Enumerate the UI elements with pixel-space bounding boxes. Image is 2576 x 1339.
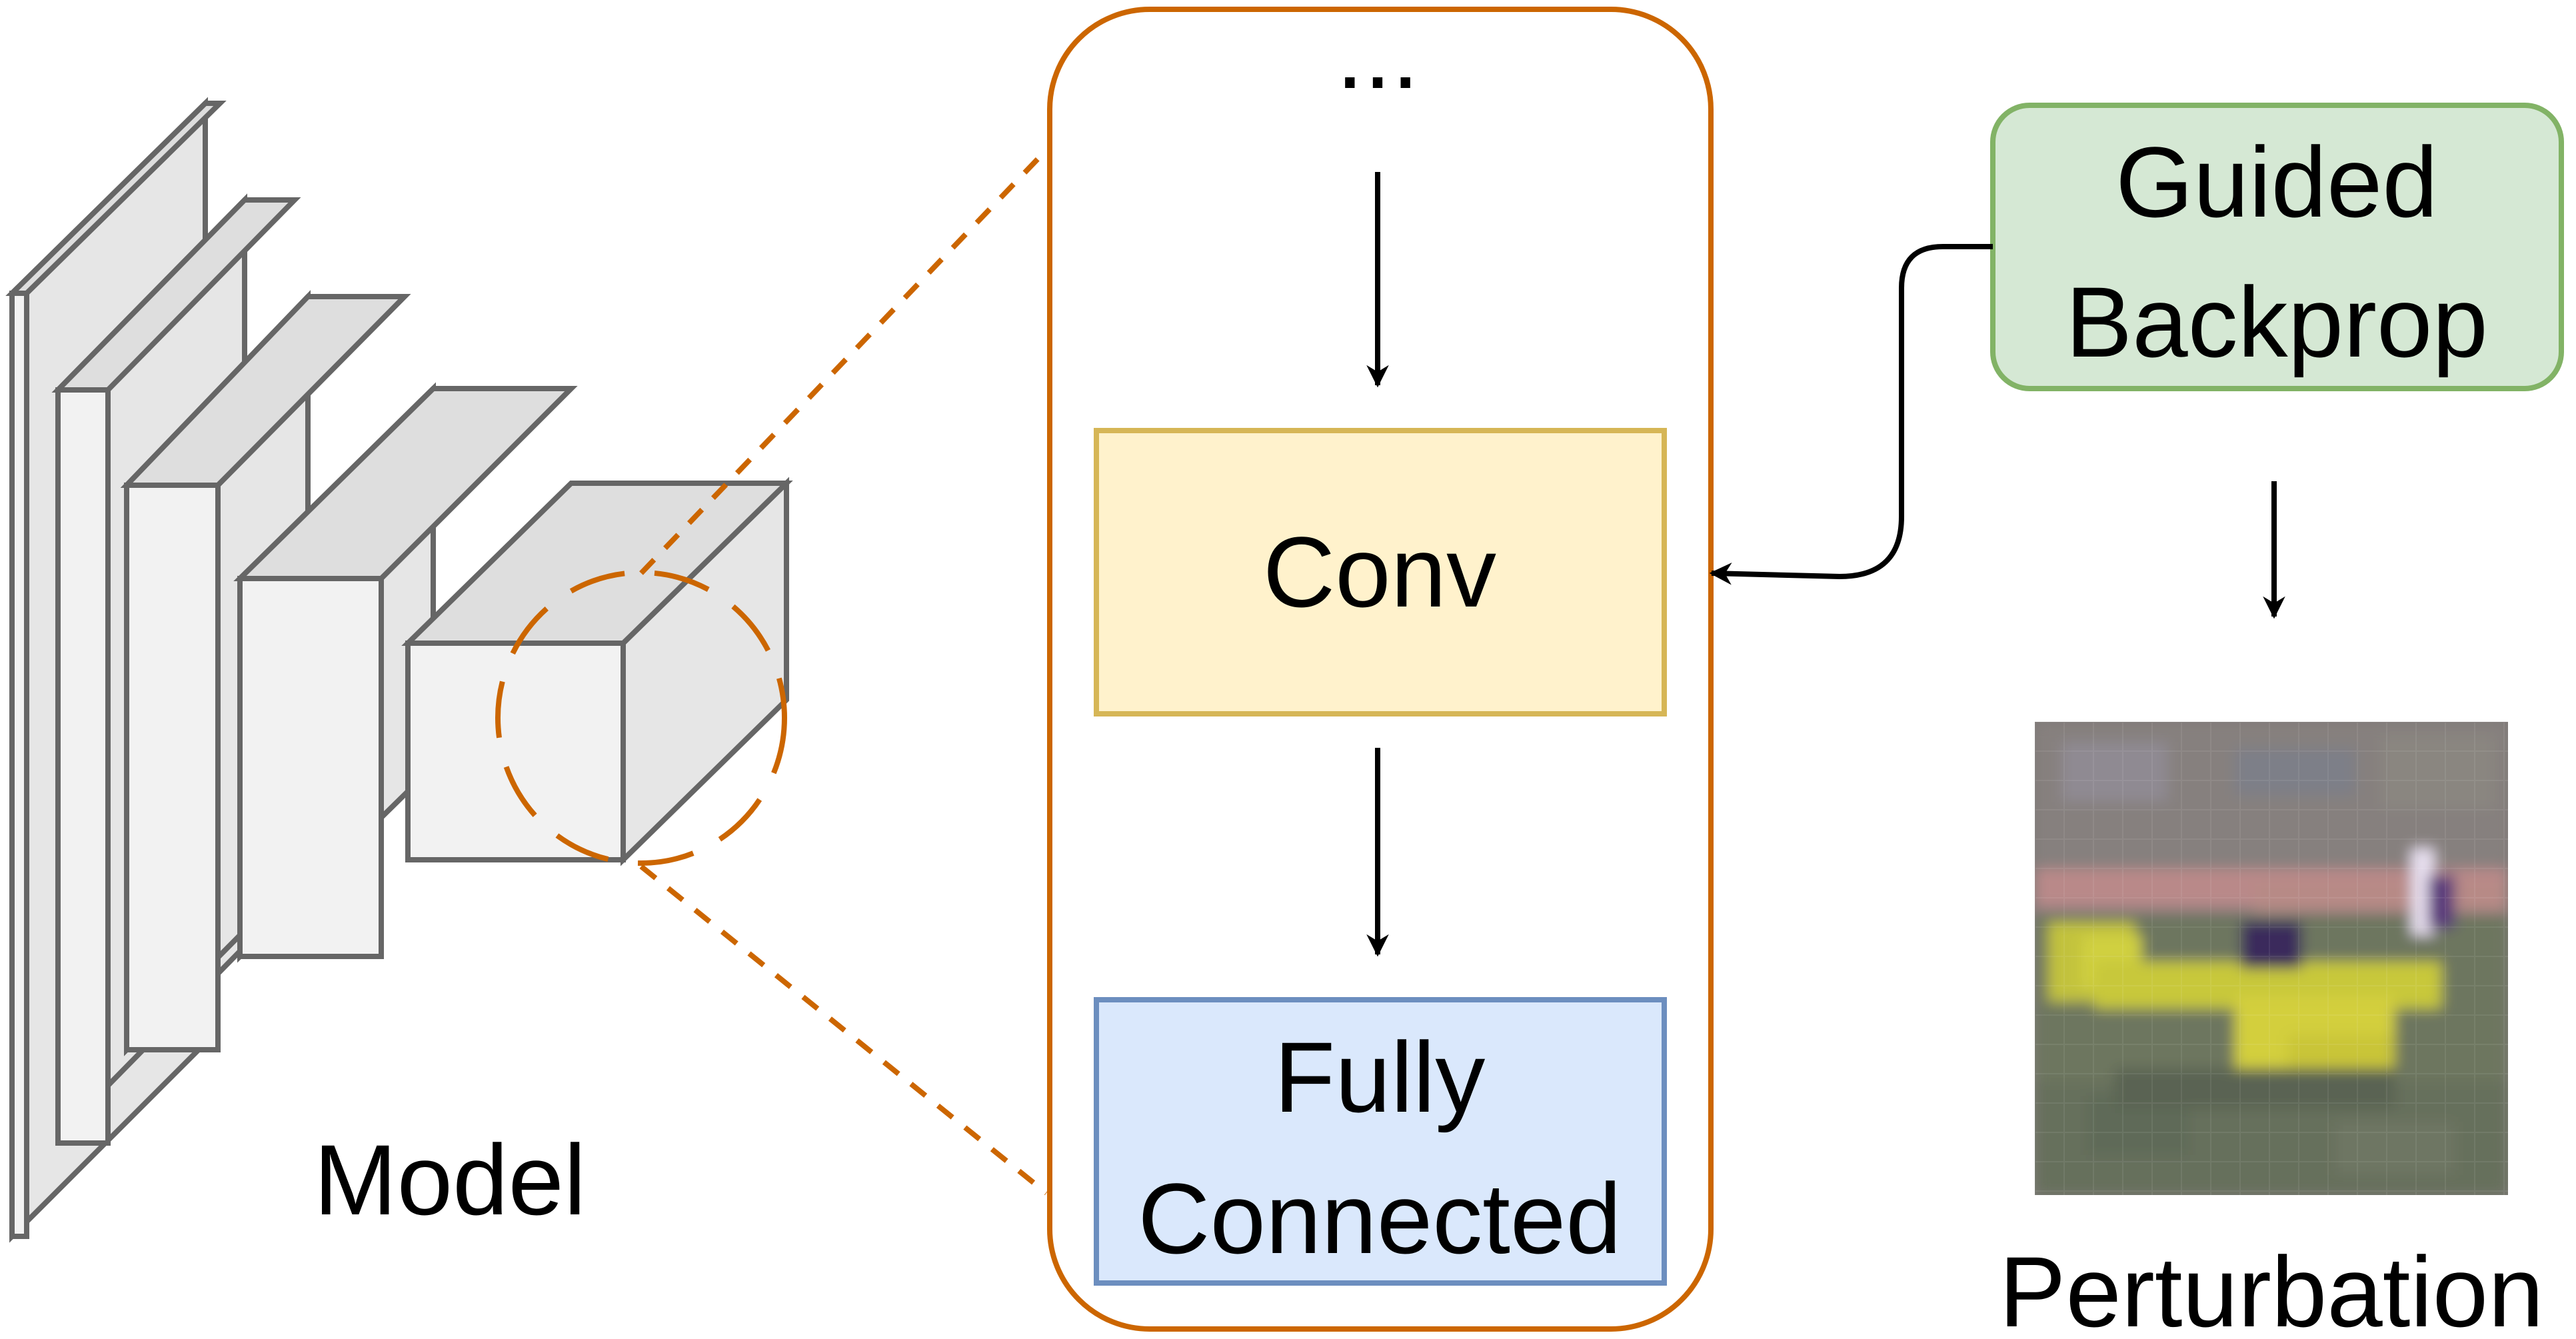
zoom-line-top (639, 148, 1048, 575)
fully-connected-label-line1: Fully (1274, 1021, 1486, 1133)
model-layer-5 (401, 477, 793, 866)
model-stack (5, 97, 793, 1243)
fully-connected-box (1094, 997, 1667, 1286)
focus-ellipse (495, 570, 787, 866)
conv-label: Conv (1263, 516, 1496, 628)
guided-backprop-label-line1: Guided (2115, 126, 2438, 238)
ellipsis-label: ... (1336, 0, 1419, 109)
perturbation-image (2035, 722, 2508, 1195)
zoom-line-bottom (639, 864, 1048, 1196)
conv-box (1094, 428, 1667, 716)
arrow-guided-to-conv (1709, 244, 1993, 585)
guided-backprop-label-line2: Backprop (2065, 266, 2488, 378)
model-label: Model (314, 1124, 587, 1236)
perturbation-label: Perturbation (1999, 1236, 2543, 1339)
fully-connected-label-line2: Connected (1138, 1162, 1622, 1274)
model-layer-4 (233, 382, 578, 963)
